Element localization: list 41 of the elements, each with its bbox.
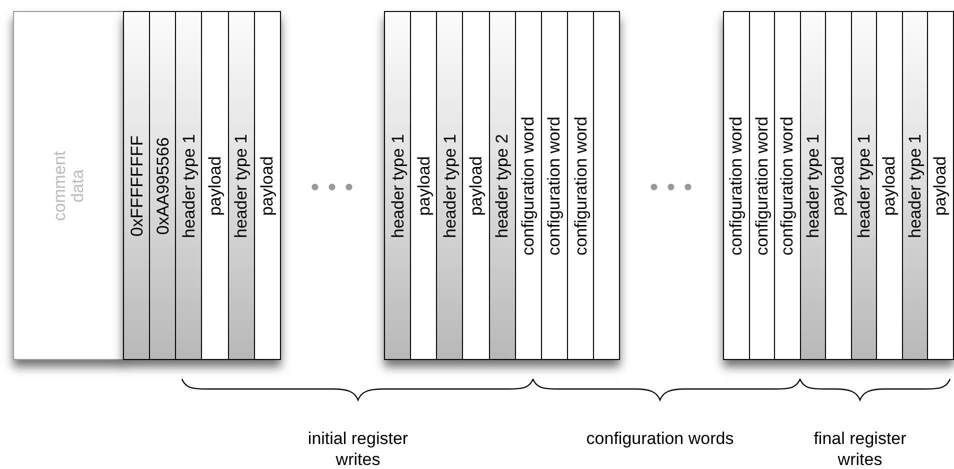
column-label: 0xFFFFFFFF (128, 134, 146, 236)
column-label: configuration word (728, 116, 745, 255)
column-label: header type 1 (855, 134, 872, 238)
column-label: payload (880, 156, 898, 216)
register-word-column (902, 12, 928, 359)
block-label: comment data (51, 150, 87, 222)
register-word-column (150, 12, 176, 359)
column-label: payload (468, 156, 484, 216)
column-label: header type 2 (494, 134, 511, 238)
group-label: configuration words (585, 428, 735, 450)
column-label: 0xAA995566 (154, 136, 172, 234)
column-label: header type 1 (906, 134, 924, 238)
column-label: configuration word (572, 116, 590, 255)
column-label: payload (830, 156, 847, 216)
column-label: header type 1 (804, 134, 822, 238)
column-label: configuration word (520, 116, 537, 255)
register-word-column (490, 12, 516, 359)
column-label: header type 1 (389, 134, 406, 238)
register-word-column (437, 12, 464, 359)
column-label: configuration word (546, 116, 563, 255)
word-strip (723, 11, 954, 360)
column-label: header type 1 (232, 134, 250, 238)
register-word-column (228, 12, 255, 359)
column-label: payload (206, 156, 224, 216)
column-label: header type 1 (180, 134, 198, 238)
word-strip (123, 11, 281, 360)
register-word-column (176, 12, 202, 359)
word-strip (384, 11, 620, 360)
column-label: payload (258, 156, 276, 216)
register-word-column (124, 12, 150, 359)
group-label: final register writes (812, 428, 908, 469)
register-word-column (852, 12, 877, 359)
column-label: payload (932, 156, 949, 216)
register-word-column (385, 12, 412, 359)
register-word-column (800, 12, 826, 359)
column-label: payload (415, 156, 432, 216)
column-label: configuration word (778, 116, 796, 255)
group-label: initial register writes (306, 428, 410, 469)
comment-data-block (13, 11, 125, 360)
column-label: header type 1 (441, 134, 458, 238)
column-label: configuration word (753, 116, 770, 255)
